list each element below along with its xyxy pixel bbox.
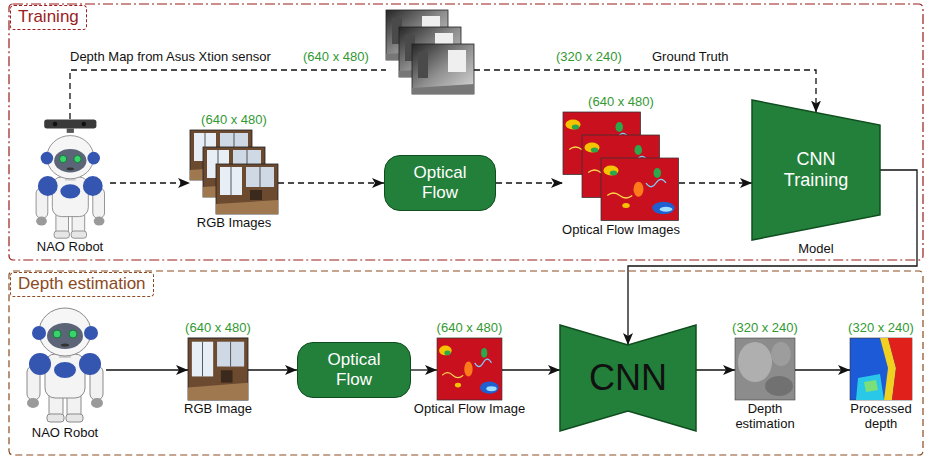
depth-estimation-figure-part — [738, 342, 772, 382]
rgb-image: (640 x 480)RGB Image — [188, 338, 248, 400]
nao-robot: NAO Robot — [24, 308, 106, 424]
region-outline — [9, 4, 923, 260]
shape-label: Optical Flow — [400, 163, 480, 202]
asus-xtion-sensor-part — [44, 119, 96, 128]
resolution-label: (640 x 480) — [201, 113, 267, 128]
flow-arrow — [696, 369, 735, 370]
training-data-arrow — [278, 182, 384, 183]
shape-label: CNN Training — [771, 149, 861, 190]
training-data-arrow — [110, 182, 190, 183]
depth-estimation-image: (320 x 240)Depth estimation — [735, 338, 795, 400]
caption: Optical Flow Image — [414, 402, 525, 417]
flow-arrow — [248, 369, 297, 370]
flow-arrow — [411, 369, 437, 370]
resolution-label: (640 x 480) — [437, 321, 503, 336]
training-region: TrainingNAO Robot Depth Map from Asus Xti… — [8, 3, 924, 261]
optical-flow-image-figure — [437, 338, 502, 400]
resolution-label: (640 x 480) — [185, 321, 251, 336]
rgb-image-stack-figure — [190, 130, 278, 214]
depth-estimation-figure-part — [771, 342, 791, 366]
optical-flow-box: Optical Flow — [384, 155, 496, 211]
caption: NAO Robot — [32, 426, 98, 441]
caption: Model — [798, 242, 833, 257]
rgb-image-figure — [188, 338, 248, 400]
region-heading: Depth estimation — [10, 272, 154, 297]
nao-robot-figure — [27, 308, 103, 422]
nao-robot: NAO Robot — [30, 119, 110, 238]
rgb-image-stack: (640 x 480)RGB Images — [190, 130, 278, 214]
rgb-image-stack-figure-part — [216, 164, 278, 214]
resolution-label: (320 x 240) — [732, 321, 798, 336]
caption: RGB Images — [197, 216, 271, 231]
processed-depth-figure-part — [864, 380, 878, 392]
asus-xtion-sensor — [44, 119, 96, 132]
depth-estimation-region: Depth estimationNAO Robot(640 x 480)RGB … — [8, 270, 924, 456]
cnn-training-trapezoid-shape — [752, 100, 880, 240]
flow-arrow — [795, 369, 850, 370]
flow-arrow — [502, 369, 560, 370]
training-data-arrow — [496, 182, 563, 183]
caption: Optical Flow Images — [562, 223, 680, 238]
optical-flow-image: (640 x 480)Optical Flow Image — [437, 338, 502, 400]
training-data-arrow — [679, 182, 752, 183]
asus-xtion-sensor-part — [53, 122, 58, 127]
asus-xtion-sensor-part — [82, 122, 87, 127]
depth-map-stack-figure-part — [412, 44, 474, 94]
depth-estimation-figure — [735, 338, 795, 400]
resolution-label: (640 x 480) — [303, 50, 369, 65]
asus-xtion-sensor-part — [67, 128, 74, 133]
cnn-bowtie-shape — [560, 325, 696, 431]
cnn-training-trapezoid: CNN TrainingModel — [752, 100, 880, 240]
shape-label: CNN — [589, 357, 667, 398]
processed-depth-image: (320 x 240)Processed depth — [850, 338, 912, 400]
caption: NAO Robot — [37, 240, 103, 255]
caption: Ground Truth — [652, 50, 729, 65]
caption: Depth Map from Asus Xtion sensor — [70, 50, 271, 65]
cnn-bowtie: CNN — [560, 325, 696, 431]
processed-depth-figure-part — [888, 338, 912, 400]
processed-depth-figure-part — [856, 374, 884, 400]
nao-robot-figure — [36, 136, 104, 239]
processed-depth-figure-part — [850, 338, 912, 400]
region-heading: Training — [10, 5, 87, 30]
caption: Depth estimation — [725, 402, 805, 432]
depth-map-stack-figure — [386, 10, 474, 94]
flow-arrow — [106, 369, 188, 370]
optical-flow-box: Optical Flow — [297, 342, 411, 398]
caption: Processed depth — [841, 402, 921, 432]
optical-flow-image-stack: (640 x 480)Optical Flow Images — [563, 112, 679, 221]
depth-map-stack: Depth Map from Asus Xtion sensor(640 x 4… — [386, 10, 474, 94]
resolution-label: (320 x 240) — [556, 50, 622, 65]
caption: RGB Image — [184, 402, 252, 417]
resolution-label: (640 x 480) — [588, 95, 654, 110]
depth-estimation-figure-part — [765, 376, 793, 396]
region-outline — [9, 271, 923, 455]
optical-flow-stack-figure-part — [601, 158, 679, 221]
processed-depth-figure — [850, 338, 912, 400]
depth-estimation-figure-part — [735, 338, 795, 400]
training-data-arrow — [70, 70, 386, 119]
shape-label: Optical Flow — [314, 350, 394, 389]
resolution-label: (320 x 240) — [848, 321, 914, 336]
optical-flow-stack-figure — [563, 112, 679, 221]
